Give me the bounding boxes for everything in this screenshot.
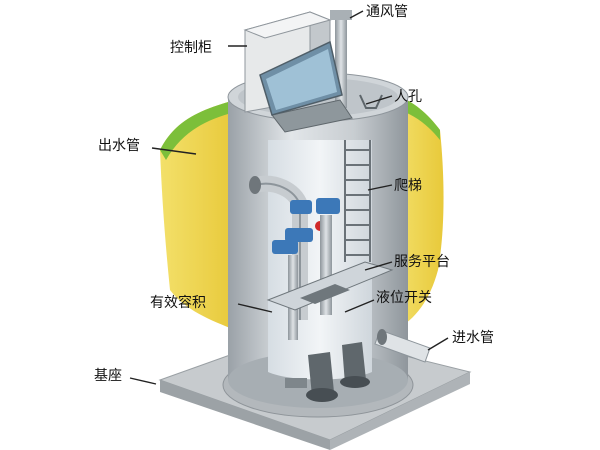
label-vent-pipe: 通风管 xyxy=(366,4,408,20)
label-control-cabinet: 控制柜 xyxy=(170,40,212,56)
manhole-hatch xyxy=(259,40,383,133)
inlet-pipe-shape xyxy=(374,329,431,363)
label-outlet-pipe: 出水管 xyxy=(98,138,140,154)
label-ladder: 爬梯 xyxy=(394,178,422,194)
label-level-switch: 液位开关 xyxy=(376,290,432,306)
ladder-shape xyxy=(344,140,371,262)
label-inlet-pipe: 进水管 xyxy=(452,330,494,346)
pumps xyxy=(285,342,370,402)
leader-lines xyxy=(129,10,449,385)
service-platform-shape xyxy=(266,261,394,311)
label-service-platform: 服务平台 xyxy=(394,254,450,270)
label-effective-volume: 有效容积 xyxy=(150,294,206,311)
label-manhole: 人孔 xyxy=(394,89,422,105)
label-base: 基座 xyxy=(94,367,122,384)
